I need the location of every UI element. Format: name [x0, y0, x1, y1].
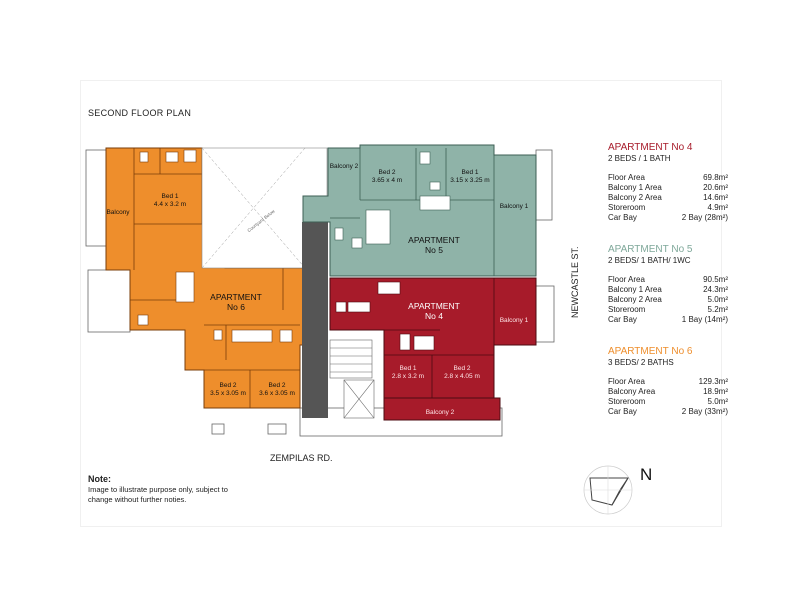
apt6-bed2b-label: Bed 2 — [269, 382, 286, 389]
legend-apt5-title: APARTMENT No 5 — [608, 244, 693, 255]
apartment-5-area — [302, 144, 537, 277]
apt5-balcony1-label: Balcony 1 — [500, 203, 529, 210]
legend-apt5-sub: 2 BEDS/ 1 BATH/ 1WC — [608, 256, 691, 265]
street-zempilas: ZEMPILAS RD. — [270, 453, 333, 463]
apt5-balcony2-label: Balcony 2 — [330, 163, 359, 170]
apt6-bed2a-size: 3.5 x 3.05 m — [210, 390, 246, 397]
apt4-bed2-size: 2.8 x 4.05 m — [444, 373, 480, 380]
apt5-bed1-label: Bed 1 — [462, 169, 479, 176]
apt6-name: APARTMENT — [210, 292, 262, 302]
apt5-bed2-size: 3.65 x 4 m — [372, 177, 402, 184]
apt4-number: No 4 — [425, 311, 443, 321]
apartment-4-area — [329, 277, 537, 421]
apartment-6-area — [105, 147, 306, 409]
north-letter: N — [640, 465, 652, 484]
legend-apt6-sub: 3 BEDS/ 2 BATHS — [608, 358, 674, 367]
apt5-bed1-size: 3.15 x 3.25 m — [450, 177, 489, 184]
note-heading: Note: — [88, 474, 111, 484]
apt5-number: No 5 — [425, 245, 443, 255]
apt4-balcony2-label: Balcony 2 — [426, 409, 455, 416]
core-wall — [302, 222, 328, 418]
apt4-balcony1-label: Balcony 1 — [500, 317, 529, 324]
legend-apartment-4: APARTMENT No 4 2 BEDS / 1 BATH Floor Are… — [608, 142, 728, 223]
note-text-line2: change without further noties. — [88, 495, 187, 504]
disclaimer-note: Note: Image to illustrate purpose only, … — [88, 474, 268, 505]
street-newcastle: NEWCASTLE ST. — [570, 246, 580, 318]
legend-apt4-sub: 2 BEDS / 1 BATH — [608, 154, 671, 163]
apt5-bed2-label: Bed 2 — [379, 169, 396, 176]
apt6-number: No 6 — [227, 302, 245, 312]
north-arrow-icon — [583, 465, 633, 515]
apt5-name: APARTMENT — [408, 235, 460, 245]
apt4-bed1-label: Bed 1 — [400, 365, 417, 372]
apt6-balcony-label: Balcony — [106, 209, 130, 216]
apt4-bed1-size: 2.8 x 3.2 m — [392, 373, 424, 380]
legend-apartment-5: APARTMENT No 5 2 BEDS/ 1 BATH/ 1WC Floor… — [608, 244, 728, 325]
plan-title: SECOND FLOOR PLAN — [88, 108, 192, 118]
apt4-bed2-label: Bed 2 — [454, 365, 471, 372]
legend-apartment-6: APARTMENT No 6 3 BEDS/ 2 BATHS Floor Are… — [608, 346, 728, 417]
apt6-bed1-size: 4.4 x 3.2 m — [154, 201, 186, 208]
apt6-bed2b-size: 3.6 x 3.05 m — [259, 390, 295, 397]
note-text-line1: Image to illustrate purpose only, subjec… — [88, 485, 228, 494]
legend-apt6-title: APARTMENT No 6 — [608, 346, 693, 357]
stair-core — [329, 339, 375, 419]
apt6-bed1-label: Bed 1 — [162, 193, 179, 200]
apt6-bed2a-label: Bed 2 — [220, 382, 237, 389]
apt4-name: APARTMENT — [408, 301, 460, 311]
legend-apt4-title: APARTMENT No 4 — [608, 142, 693, 153]
